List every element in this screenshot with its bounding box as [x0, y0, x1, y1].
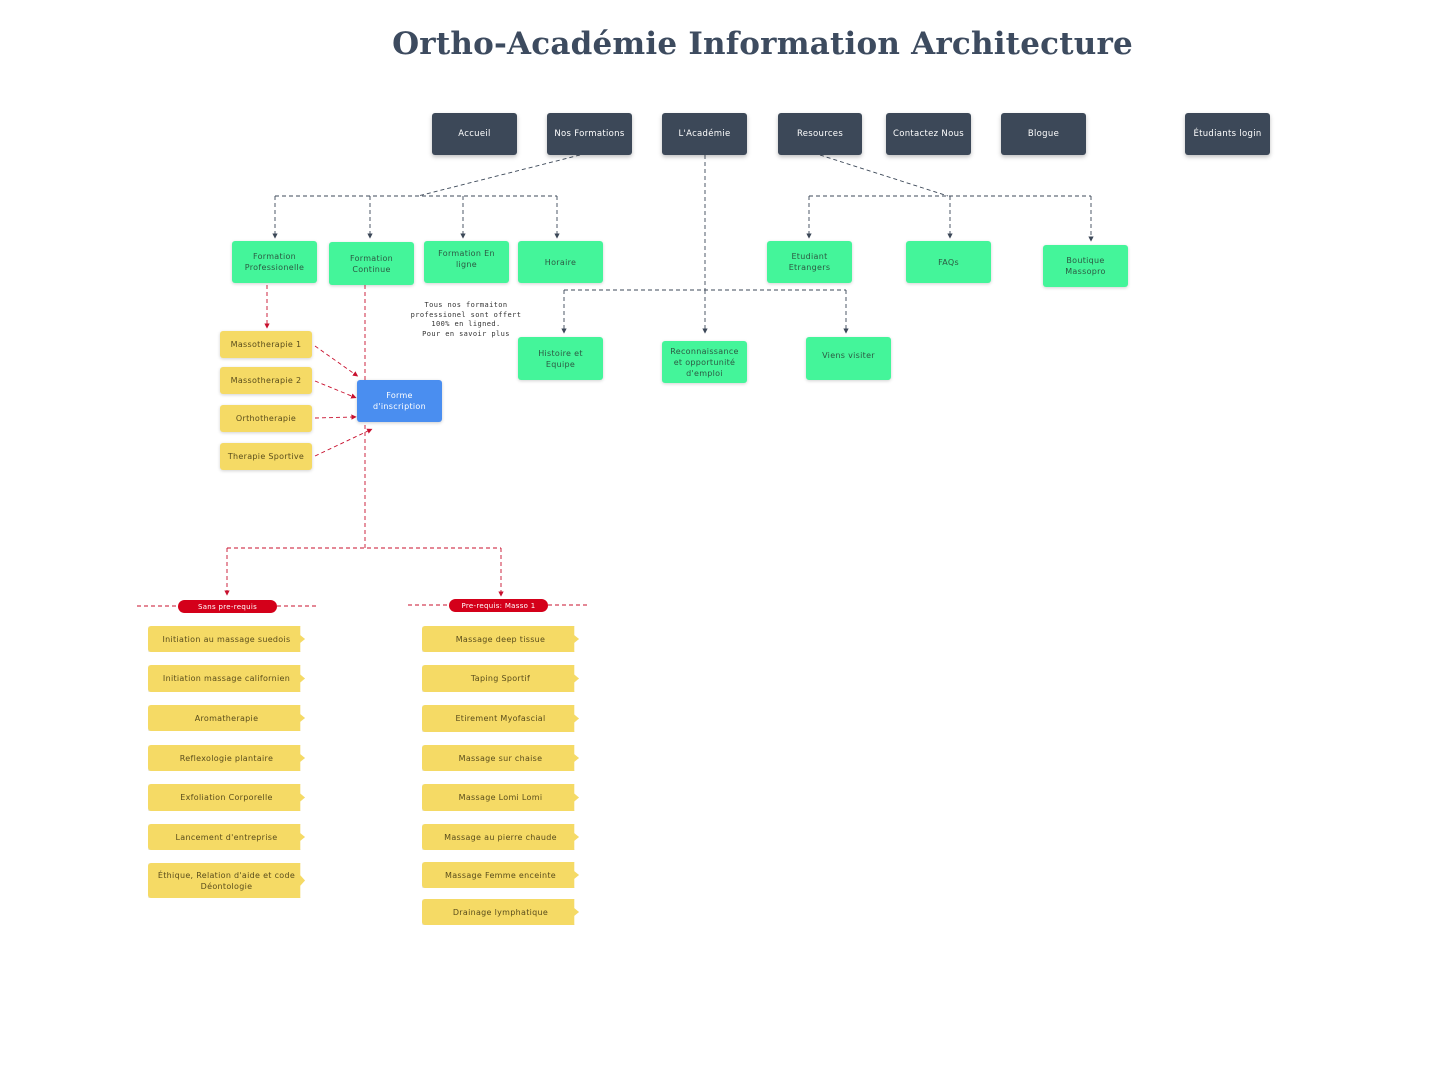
- formation-en-ligne-label: Formation En ligne: [438, 249, 495, 269]
- course-label: Orthotherapie: [235, 414, 297, 423]
- node-histoire-equipe[interactable]: Histoire et Equipe: [518, 337, 603, 380]
- inscription-label: Forme d'inscription: [373, 391, 426, 411]
- course-sans-4[interactable]: Reflexologie plantaire: [148, 745, 305, 771]
- course-label: Massage Femme enceinte: [445, 870, 556, 880]
- badge-sans-pre-requis: Sans pre-requis: [178, 600, 277, 613]
- course-label: Massotherapie 2: [230, 376, 302, 385]
- nav-formations-label: Nos Formations: [554, 128, 625, 139]
- course-label: Aromatherapie: [194, 713, 259, 723]
- page-title: Ortho-Académie Information Architecture: [392, 26, 1133, 62]
- course-label: Therapie Sportive: [227, 452, 305, 461]
- nav-login-label: Étudiants login: [1193, 128, 1262, 139]
- nav-academie[interactable]: L'Académie: [662, 113, 747, 155]
- visiter-label: Viens visiter: [822, 351, 875, 360]
- course-sans-7[interactable]: Éthique, Relation d'aide et code Déontol…: [148, 863, 305, 898]
- course-pre-3[interactable]: Etirement Myofascial: [422, 705, 579, 732]
- course-sans-2[interactable]: Initiation massage californien: [148, 665, 305, 692]
- nav-contact-label: Contactez Nous: [892, 128, 965, 139]
- nav-resources-label: Resources: [796, 128, 844, 139]
- nav-blogue-label: Blogue: [1027, 128, 1060, 139]
- course-pre-8[interactable]: Drainage lymphatique: [422, 899, 579, 925]
- course-label: Lancement d'entreprise: [175, 832, 278, 842]
- connector-ortho-to-inscription: [314, 414, 357, 420]
- badge-pre-requis-masso-1: Pre-requis: Masso 1: [449, 599, 548, 612]
- nav-resources[interactable]: Resources: [778, 113, 862, 155]
- course-orthotherapie[interactable]: Orthotherapie: [220, 405, 312, 432]
- nav-etudiants-login[interactable]: Étudiants login: [1185, 113, 1270, 155]
- node-horaire[interactable]: Horaire: [518, 241, 603, 283]
- badge-label: Pre-requis: Masso 1: [461, 601, 536, 610]
- node-etudiant-etrangers[interactable]: Etudiant Etrangers: [767, 241, 852, 283]
- course-pre-6[interactable]: Massage au pierre chaude: [422, 824, 579, 850]
- course-label: Massage au pierre chaude: [444, 832, 557, 842]
- formation-professionnelle-label: Formation Professionelle: [244, 252, 305, 272]
- course-label: Massage deep tissue: [455, 634, 546, 644]
- node-boutique-massopro[interactable]: Boutique Massopro: [1043, 245, 1128, 287]
- faqs-label: FAQs: [938, 257, 959, 267]
- course-label: Massage sur chaise: [458, 753, 543, 763]
- node-reconnaissance[interactable]: Reconnaissance et opportunité d'emploi: [662, 341, 747, 383]
- badge-label: Sans pre-requis: [197, 602, 258, 611]
- connector-sportive-to-inscription: [314, 428, 373, 457]
- node-viens-visiter[interactable]: Viens visiter: [806, 337, 891, 380]
- course-pre-5[interactable]: Massage Lomi Lomi: [422, 784, 579, 811]
- course-therapie-sportive[interactable]: Therapie Sportive: [220, 443, 312, 470]
- course-label: Drainage lymphatique: [452, 907, 549, 917]
- course-label: Initiation massage californien: [162, 674, 291, 683]
- node-forme-inscription[interactable]: Forme d'inscription: [357, 380, 442, 422]
- course-pre-2[interactable]: Taping Sportif: [422, 665, 579, 692]
- course-sans-5[interactable]: Exfoliation Corporelle: [148, 784, 305, 811]
- nav-accueil[interactable]: Accueil: [432, 113, 517, 155]
- connector-masso1-to-inscription: [314, 345, 359, 377]
- boutique-label: Boutique Massopro: [1065, 256, 1106, 276]
- nav-accueil-label: Accueil: [458, 128, 491, 139]
- histoire-label: Histoire et Equipe: [538, 348, 583, 369]
- reconnaissance-label: Reconnaissance et opportunité d'emploi: [670, 346, 739, 378]
- node-faqs[interactable]: FAQs: [906, 241, 991, 283]
- course-sans-1[interactable]: Initiation au massage suedois: [148, 626, 305, 652]
- course-massotherapie-2[interactable]: Massotherapie 2: [220, 367, 312, 394]
- etudiants-label: Etudiant Etrangers: [788, 252, 831, 272]
- course-label: Initiation au massage suedois: [162, 634, 291, 644]
- connector-resources-trunk: [819, 154, 949, 197]
- course-label: Exfoliation Corporelle: [180, 793, 273, 802]
- course-massotherapie-1[interactable]: Massotherapie 1: [220, 331, 312, 358]
- nav-blogue[interactable]: Blogue: [1001, 113, 1086, 155]
- course-pre-1[interactable]: Massage deep tissue: [422, 626, 579, 652]
- course-label: Reflexologie plantaire: [179, 753, 274, 763]
- node-formation-continue[interactable]: Formation Continue: [329, 242, 414, 285]
- nav-academie-label: L'Académie: [678, 128, 731, 139]
- course-sans-6[interactable]: Lancement d'entreprise: [148, 824, 305, 850]
- course-label: Massotherapie 1: [230, 340, 302, 349]
- course-label: Éthique, Relation d'aide et code Déontol…: [157, 870, 296, 891]
- course-label: Etirement Myofascial: [455, 714, 546, 723]
- nav-contactez-nous[interactable]: Contactez Nous: [886, 113, 971, 155]
- online-note: Tous nos formaiton professionel sont off…: [410, 301, 522, 338]
- course-pre-7[interactable]: Massage Femme enceinte: [422, 862, 579, 888]
- course-label: Taping Sportif: [470, 674, 531, 683]
- connector-formations-trunk: [417, 154, 581, 197]
- horaire-label: Horaire: [544, 257, 577, 267]
- node-formation-en-ligne[interactable]: Formation En ligne: [424, 241, 509, 283]
- nav-nos-formations[interactable]: Nos Formations: [547, 113, 632, 155]
- course-sans-3[interactable]: Aromatherapie: [148, 705, 305, 731]
- connector-masso2-to-inscription: [314, 380, 357, 399]
- formation-continue-label: Formation Continue: [349, 253, 394, 274]
- course-label: Massage Lomi Lomi: [458, 793, 543, 802]
- course-pre-4[interactable]: Massage sur chaise: [422, 745, 579, 771]
- node-formation-professionnelle[interactable]: Formation Professionelle: [232, 241, 317, 283]
